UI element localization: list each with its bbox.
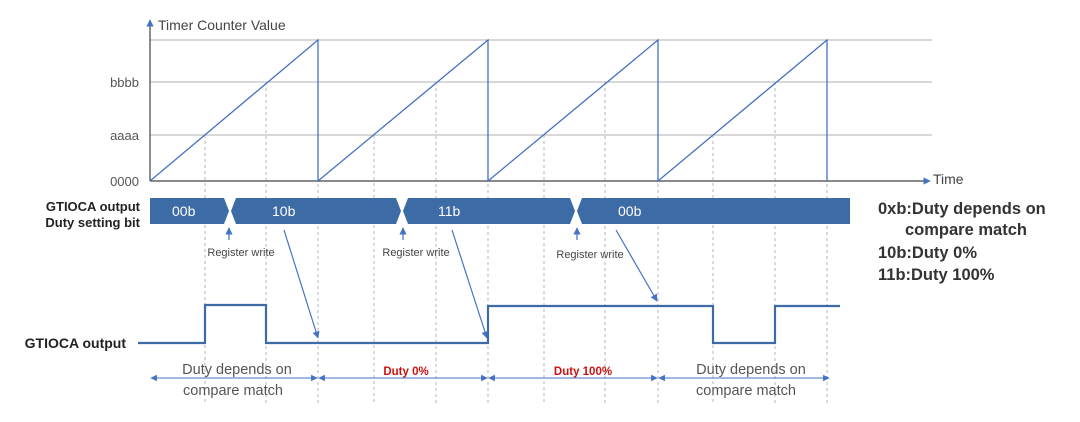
duty-period-4-line2: compare match (696, 383, 796, 399)
register-write-label-1: Register write (207, 247, 274, 259)
gtioca-output-signal (138, 303, 840, 345)
duty-period-4-line1: Duty depends on (696, 362, 806, 378)
y-tick-bbbb: bbbb (110, 75, 139, 90)
bar-segment-11b: 11b (438, 203, 461, 219)
legend-line-1: 0xb:Duty depends on (878, 200, 1046, 218)
y-tick-aaaa: aaaa (110, 128, 140, 143)
output-label: GTIOCA output (25, 335, 127, 351)
bar-segment-00b-2: 00b (618, 203, 642, 219)
effect-arrows (283, 229, 658, 339)
duty-period-1-line1: Duty depends on (182, 362, 292, 378)
register-write-arrows (225, 227, 581, 240)
duty-setting-bar (150, 198, 850, 224)
register-write-label-2: Register write (382, 247, 449, 259)
legend-line-2: compare match (905, 221, 1027, 239)
sawtooth-waveform (149, 38, 828, 183)
y-axis-label: Timer Counter Value (158, 17, 286, 33)
duty-period-3-label: Duty 100% (554, 366, 612, 378)
bar-label-line1: GTIOCA output (46, 199, 141, 214)
legend: 0xb:Duty depends on compare match 10b:Du… (878, 200, 1046, 284)
bar-segment-10b: 10b (272, 203, 296, 219)
bar-label-line2: Duty setting bit (45, 215, 140, 230)
legend-line-3: 10b:Duty 0% (878, 244, 977, 262)
legend-line-4: 11b:Duty 100% (878, 266, 995, 284)
timer-grid (150, 39, 932, 136)
register-write-label-3: Register write (556, 249, 623, 261)
y-tick-0000: 0000 (110, 174, 139, 189)
duty-period-1-line2: compare match (183, 383, 283, 399)
timer-axes (146, 19, 931, 185)
duty-period-2-label: Duty 0% (383, 366, 428, 378)
bar-segment-00b-1: 00b (172, 203, 196, 219)
x-axis-label: Time (933, 171, 964, 187)
